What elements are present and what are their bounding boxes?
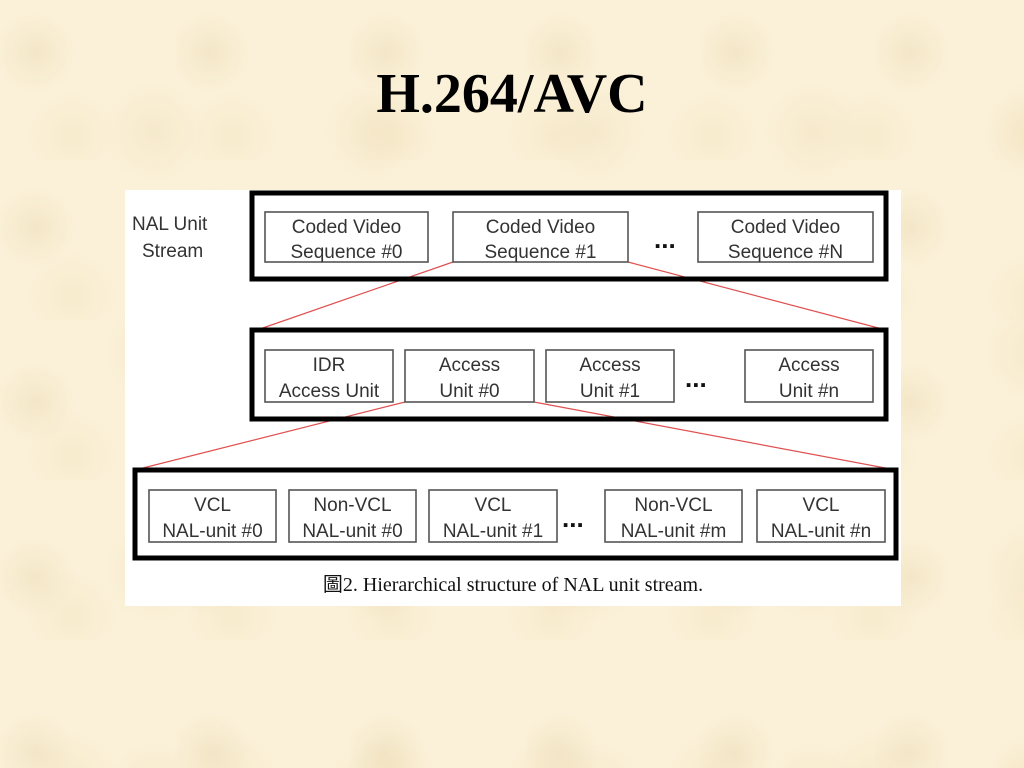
level3-box-1-line2: NAL-unit #0 bbox=[302, 521, 402, 542]
level3-box-1: Non-VCL NAL-unit #0 bbox=[288, 489, 417, 543]
level1-box-0-line2: Sequence #0 bbox=[291, 242, 403, 263]
level2-box-0: IDR Access Unit bbox=[264, 349, 394, 403]
level3-box-4: VCL NAL-unit #n bbox=[756, 489, 886, 543]
level1-box-1-line1: Coded Video bbox=[486, 217, 596, 238]
level3-box-2: VCL NAL-unit #1 bbox=[428, 489, 558, 543]
connector-line bbox=[627, 261, 887, 331]
level2-box-3: Access Unit #n bbox=[744, 349, 874, 403]
level2-box-2-line2: Unit #1 bbox=[580, 381, 640, 402]
level2-box-3-line2: Unit #n bbox=[779, 381, 839, 402]
figure-caption: 圖2. Hierarchical structure of NAL unit s… bbox=[323, 574, 703, 596]
level2-box-1-line1: Access bbox=[439, 355, 500, 376]
level1-frame bbox=[249, 190, 889, 282]
level2-box-1: Access Unit #0 bbox=[404, 349, 535, 403]
level2-box-2: Access Unit #1 bbox=[545, 349, 675, 403]
connector-line bbox=[533, 401, 897, 471]
level3-box-0-line1: VCL bbox=[194, 495, 231, 516]
level3-frame bbox=[132, 467, 899, 561]
level2-box-1-line2: Unit #0 bbox=[439, 381, 499, 402]
nal-hierarchy-figure: NAL Unit Stream Coded Video Sequence #0 … bbox=[125, 190, 901, 606]
level2-ellipsis: ... bbox=[685, 363, 707, 393]
level1-box-2-line1: Coded Video bbox=[731, 217, 841, 238]
level3-box-4-line2: NAL-unit #n bbox=[771, 521, 871, 542]
level2-frame bbox=[249, 327, 889, 422]
level2-box-0-line1: IDR bbox=[313, 355, 346, 376]
level3-box-1-line1: Non-VCL bbox=[313, 495, 391, 516]
slide-title: H.264/AVC bbox=[376, 63, 648, 125]
level1-box-2-line2: Sequence #N bbox=[728, 242, 843, 263]
connector-line bbox=[134, 401, 406, 471]
stream-label-line1: NAL Unit bbox=[132, 214, 208, 235]
level1-box-2: Coded Video Sequence #N bbox=[697, 211, 874, 263]
level3-ellipsis: ... bbox=[562, 503, 584, 533]
level1-box-0: Coded Video Sequence #0 bbox=[264, 211, 429, 263]
connector-line bbox=[256, 261, 454, 331]
level1-box-0-line1: Coded Video bbox=[292, 217, 402, 238]
level3-box-3: Non-VCL NAL-unit #m bbox=[604, 489, 743, 543]
stream-label-line2: Stream bbox=[142, 241, 203, 262]
level3-box-3-line2: NAL-unit #m bbox=[621, 521, 727, 542]
level2-box-2-line1: Access bbox=[579, 355, 640, 376]
level2-box-3-line1: Access bbox=[778, 355, 839, 376]
level3-box-2-line2: NAL-unit #1 bbox=[443, 521, 543, 542]
level2-box-0-line2: Access Unit bbox=[279, 381, 380, 402]
level3-box-4-line1: VCL bbox=[803, 495, 840, 516]
nal-hierarchy-diagram: NAL Unit Stream Coded Video Sequence #0 … bbox=[132, 190, 899, 596]
level1-box-1-line2: Sequence #1 bbox=[485, 242, 597, 263]
level1-box-1: Coded Video Sequence #1 bbox=[452, 211, 629, 263]
level1-ellipsis: ... bbox=[654, 224, 676, 254]
level3-box-2-line1: VCL bbox=[475, 495, 512, 516]
level3-box-0: VCL NAL-unit #0 bbox=[148, 489, 277, 543]
level3-box-3-line1: Non-VCL bbox=[634, 495, 712, 516]
level3-box-0-line2: NAL-unit #0 bbox=[162, 521, 262, 542]
